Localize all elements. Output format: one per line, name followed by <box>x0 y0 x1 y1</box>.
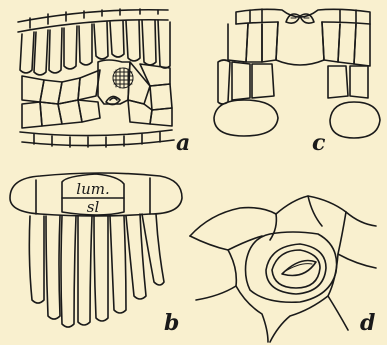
panel-c-sunken-stoma <box>214 9 380 138</box>
panel-d-label: d <box>360 310 375 336</box>
panel-b-label: b <box>164 310 179 336</box>
lumen-label: lum. <box>76 180 109 198</box>
slit-label: sl <box>87 198 100 216</box>
panel-a-label: a <box>176 130 190 156</box>
panel-a-leaf-section <box>18 9 174 147</box>
panel-c-label: c <box>312 130 326 156</box>
panel-d-stoma-surface <box>190 196 376 342</box>
